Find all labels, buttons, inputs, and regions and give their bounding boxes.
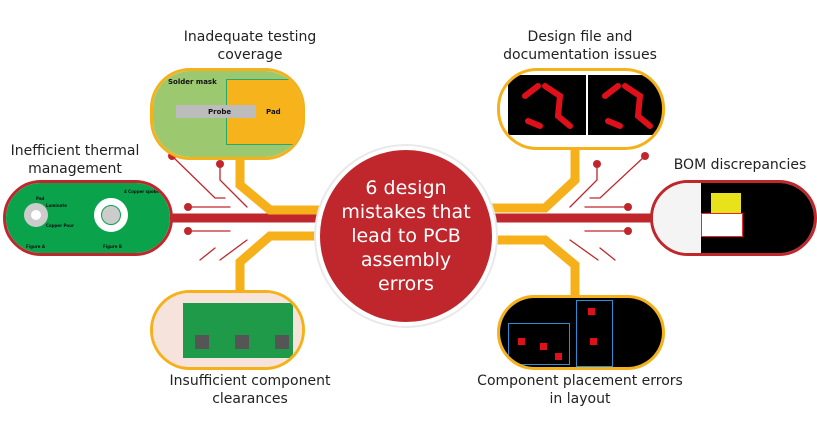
panel-bom-discrepancies bbox=[650, 180, 817, 256]
central-heading: 6 design mistakes that lead to PCB assem… bbox=[316, 146, 496, 326]
laminate-label: Laminate bbox=[46, 203, 67, 208]
panel-documentation-issues bbox=[497, 68, 665, 150]
panel-testing-coverage: Solder mask Probe Pad bbox=[150, 68, 305, 160]
figure-a-label: Figure A bbox=[26, 244, 45, 249]
solder-mask-label: Solder mask bbox=[168, 78, 217, 86]
title-bom-discrepancies: BOM discrepancies bbox=[673, 157, 807, 173]
copper-pour-label: Copper Pour bbox=[46, 223, 74, 228]
title-testing-coverage: Inadequate testing coverage bbox=[183, 29, 317, 63]
title-component-clearances: Insufficient component clearances bbox=[169, 373, 331, 407]
title-placement-errors: Component placement errors in layout bbox=[477, 373, 683, 407]
pad-label: Pad bbox=[266, 108, 281, 116]
copper-spokes-label: 4 Copper spokes bbox=[124, 189, 162, 194]
panel-component-clearances bbox=[150, 290, 305, 370]
title-thermal-management: Inefficient thermal management bbox=[10, 143, 140, 177]
pad-label: Pad bbox=[36, 196, 45, 201]
panel-placement-errors bbox=[497, 295, 665, 370]
panel-thermal-management: Pad Laminate Copper Pour 4 Copper spokes… bbox=[3, 180, 173, 256]
pcb-trace-images bbox=[522, 83, 653, 129]
probe-label: Probe bbox=[208, 108, 232, 116]
title-documentation-issues: Design file and documentation issues bbox=[503, 29, 657, 63]
figure-b-label: Figure B bbox=[103, 244, 122, 249]
